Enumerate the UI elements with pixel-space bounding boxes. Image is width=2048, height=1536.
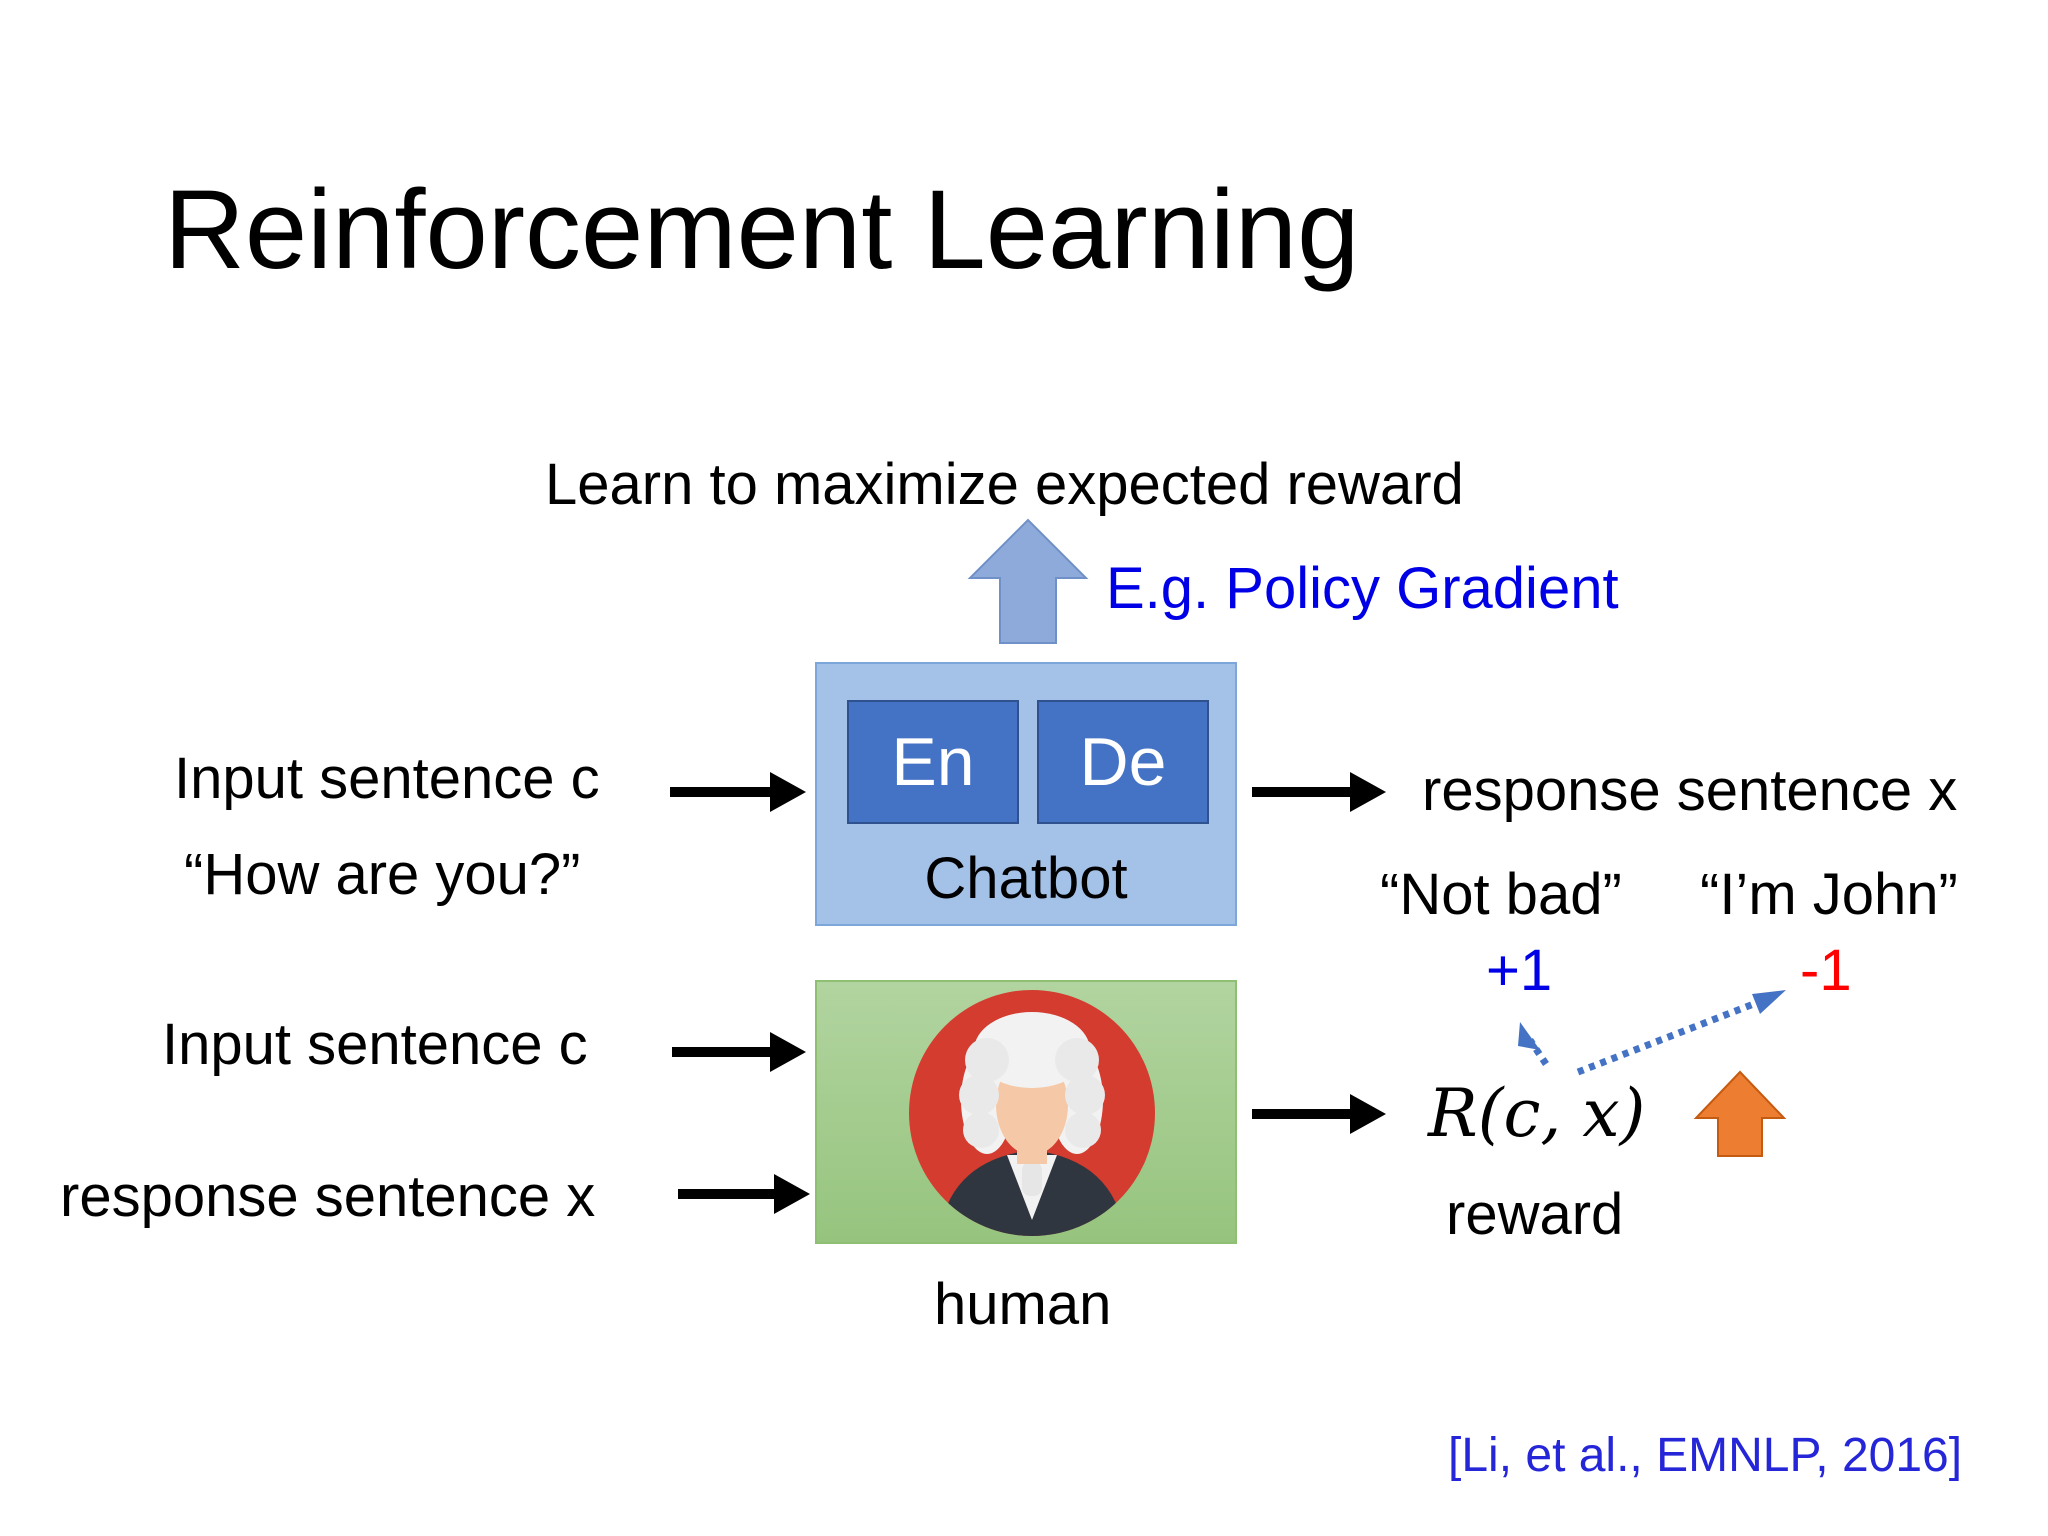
dotted-arrow-to-negative [1576, 990, 1786, 1076]
top-caption: Learn to maximize expected reward [545, 452, 1464, 517]
judge-avatar-icon [909, 990, 1155, 1236]
arrow-input-to-human [672, 1032, 806, 1072]
response-sentence-label-left: response sentence x [60, 1164, 596, 1229]
reward-formula: R(c, x) [1428, 1075, 1646, 1152]
arrow-human-to-reward [1252, 1094, 1386, 1134]
example-not-bad: “Not bad” [1380, 862, 1622, 927]
encoder-block: En [847, 700, 1019, 824]
reward-up-arrow [1693, 1070, 1787, 1157]
arrow-response-to-human [678, 1174, 810, 1214]
score-negative: -1 [1800, 938, 1852, 1003]
human-label: human [934, 1272, 1112, 1337]
dotted-arrow-to-positive [1518, 1022, 1549, 1066]
example-im-john: “I’m John” [1700, 862, 1958, 927]
policy-gradient-up-arrow [967, 518, 1089, 644]
arrow-input-to-chatbot [670, 772, 806, 812]
response-sentence-label-right: response sentence x [1422, 758, 1958, 823]
input-sentence-label-top: Input sentence c [174, 746, 600, 811]
arrow-chatbot-to-response [1252, 772, 1386, 812]
slide-title: Reinforcement Learning [164, 167, 1360, 292]
citation: [Li, et al., EMNLP, 2016] [1448, 1429, 1963, 1482]
decoder-block: De [1037, 700, 1209, 824]
input-example: “How are you?” [184, 842, 581, 907]
human-box [815, 980, 1237, 1244]
chatbot-label: Chatbot [924, 846, 1128, 911]
reward-label: reward [1446, 1182, 1624, 1247]
method-note: E.g. Policy Gradient [1106, 556, 1619, 621]
input-sentence-label-bottom: Input sentence c [162, 1012, 588, 1077]
chatbot-box: En De Chatbot [815, 662, 1237, 926]
score-positive: +1 [1486, 938, 1553, 1003]
